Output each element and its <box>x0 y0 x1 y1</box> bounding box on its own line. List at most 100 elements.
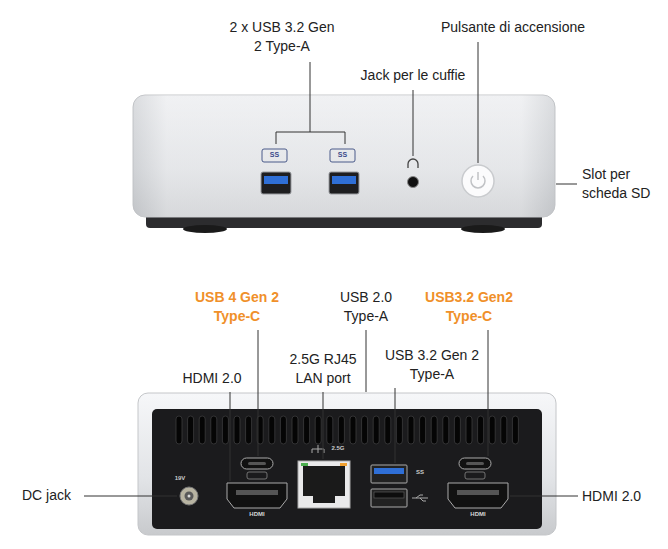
vent-slot <box>396 416 402 444</box>
port-marking: HDMI <box>237 511 277 518</box>
leader-line <box>323 392 324 459</box>
dc-jack-pin <box>188 495 191 498</box>
dc-jack <box>180 487 198 505</box>
vent-slot <box>315 416 321 444</box>
port-label: USB 3.2 Gen 2 Type-A <box>376 346 488 384</box>
hdmi-contacts <box>236 490 278 495</box>
leader-line <box>366 330 367 392</box>
vent-slot <box>512 416 518 444</box>
rj45-socket <box>303 466 345 503</box>
vent-slot <box>489 416 495 444</box>
vent-slot <box>246 416 252 444</box>
vent-slot <box>350 416 356 444</box>
device-foot <box>461 225 505 233</box>
device-housing <box>133 95 555 217</box>
usb-a-port <box>329 172 359 194</box>
leader-line <box>413 90 414 156</box>
vent-slot <box>385 416 391 444</box>
rj45-port <box>298 461 350 508</box>
hdmi-port <box>448 483 508 508</box>
device-foot <box>183 225 227 233</box>
port-label: 2.5G RJ45 LAN port <box>281 350 365 388</box>
power-button <box>462 165 494 197</box>
usb-a-tongue <box>374 468 404 474</box>
leader-line <box>556 184 577 185</box>
leader-line <box>478 42 479 163</box>
port-icon <box>247 472 267 479</box>
icon-text: SS <box>412 469 428 476</box>
port-label: USB3.2 Gen2 Type-C <box>416 288 522 326</box>
lan-led <box>301 463 308 466</box>
usb-a-tongue <box>264 176 288 184</box>
vent-slot <box>211 416 217 444</box>
device-shading <box>133 95 555 217</box>
vent-slot <box>188 416 194 444</box>
usb-a-tongue <box>374 492 404 498</box>
port-label: USB 4 Gen 2 Type-C <box>187 288 287 326</box>
usb-c-tongue <box>466 462 484 465</box>
hdmi-contacts <box>457 490 499 495</box>
leader-bracket <box>276 62 345 144</box>
usb-a-tongue <box>332 176 356 184</box>
vent-slot <box>292 416 298 444</box>
part-label: Slot per scheda SD <box>582 165 662 203</box>
headphone-jack <box>408 177 419 188</box>
vent-slot <box>269 416 275 444</box>
part-label: Jack per le cuffie <box>338 66 488 85</box>
vent-slot <box>443 416 449 444</box>
port-label: HDMI 2.0 <box>582 487 662 506</box>
vent-slot <box>478 416 484 444</box>
vent-slot <box>280 416 286 444</box>
vent-slots <box>176 416 518 444</box>
power-icon <box>477 172 479 180</box>
port-icon <box>465 472 485 479</box>
vent-slot <box>199 416 205 444</box>
usb-c-port <box>241 458 273 469</box>
usb-c-tongue <box>248 462 266 465</box>
lan-led <box>340 463 347 466</box>
usb-a-port <box>371 489 407 507</box>
front-view <box>133 42 577 233</box>
usb-a-port <box>371 465 407 483</box>
usb-icon <box>412 495 428 501</box>
lan-icon <box>312 445 324 453</box>
leader-line <box>84 496 177 497</box>
headphone-icon <box>408 159 418 168</box>
part-label: DC jack <box>22 486 84 505</box>
vent-slot <box>454 416 460 444</box>
vent-slot <box>466 416 472 444</box>
vent-slot <box>501 416 507 444</box>
port-label: 2 x USB 3.2 Gen 2 Type-A <box>227 18 337 56</box>
port-label: HDMI 2.0 <box>167 369 257 388</box>
icon-text: SS <box>335 151 351 159</box>
rear-panel <box>152 409 542 529</box>
leader-line <box>488 330 489 456</box>
vent-slot <box>327 416 333 444</box>
dc-jack-hole <box>185 492 194 501</box>
leader-line <box>230 392 231 481</box>
port-label: USB 2.0 Type-A <box>330 288 402 326</box>
vent-slot <box>338 416 344 444</box>
usb-a-port <box>261 172 291 194</box>
device-housing <box>138 393 556 535</box>
usb-icon <box>262 149 287 162</box>
icon-text: 2.5G <box>327 445 349 452</box>
vent-slot <box>420 416 426 444</box>
back-view <box>84 330 578 535</box>
icon-text: 19V <box>171 475 189 482</box>
leader-line <box>510 496 578 497</box>
vent-slot <box>176 416 182 444</box>
usb-icon <box>330 149 355 162</box>
vent-slot <box>431 416 437 444</box>
port-marking: HDMI <box>458 511 498 518</box>
vent-slot <box>304 416 310 444</box>
usb-c-port <box>459 458 491 469</box>
vent-slot <box>373 416 379 444</box>
vent-slot <box>362 416 368 444</box>
vent-slot <box>234 416 240 444</box>
hdmi-port <box>227 483 287 508</box>
part-label: Pulsante di accensione <box>413 18 613 37</box>
